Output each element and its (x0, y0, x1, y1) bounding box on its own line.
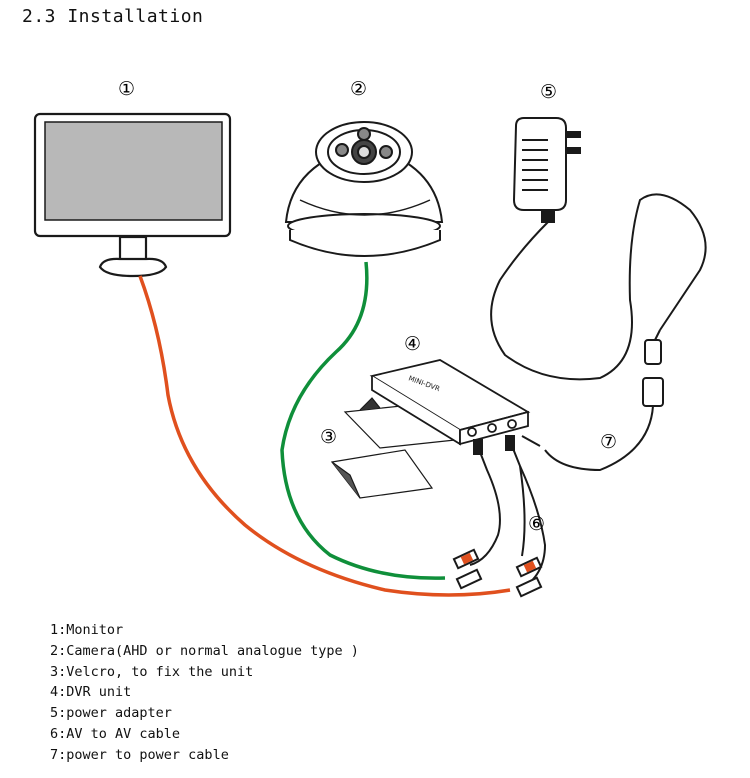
legend-item-power-adapter: 5:power adapter (50, 705, 172, 722)
power-cable (490, 193, 707, 472)
monitor-cable (138, 275, 511, 597)
av-cable (452, 435, 547, 598)
legend-item-av-cable: 6:AV to AV cable (50, 725, 181, 742)
camera-illustration (284, 121, 444, 257)
legend-item-power-cable: 7:power to power cable (50, 746, 229, 763)
callout-power-adapter: ⑤ (540, 81, 557, 103)
legend-item-velcro: 3:Velcro, to fix the unit (50, 663, 254, 680)
velcro-illustration (330, 397, 457, 499)
callout-power-cable: ⑦ (600, 431, 617, 453)
monitor-illustration (33, 112, 232, 278)
installation-diagram: MINI-DVR ① ② ③ ④ ⑤ ⑥ ⑦ (33, 78, 707, 598)
callout-camera: ② (350, 78, 367, 100)
callout-dvr: ④ (404, 333, 421, 355)
dvr-unit-illustration: MINI-DVR (369, 359, 531, 446)
power-adapter-illustration (512, 117, 581, 223)
callout-av-cable: ⑥ (528, 513, 545, 535)
section-heading: 2.3 Installation (22, 6, 204, 27)
callout-velcro: ③ (320, 426, 337, 448)
component-legend: 1:Monitor 2:Camera(AHD or normal analogu… (50, 620, 359, 766)
legend-item-camera: 2:Camera(AHD or normal analogue type ) (50, 642, 359, 659)
camera-cable (280, 261, 446, 580)
callout-monitor: ① (118, 78, 135, 100)
legend-item-monitor: 1:Monitor (50, 622, 124, 638)
legend-item-dvr: 4:DVR unit (50, 684, 132, 701)
